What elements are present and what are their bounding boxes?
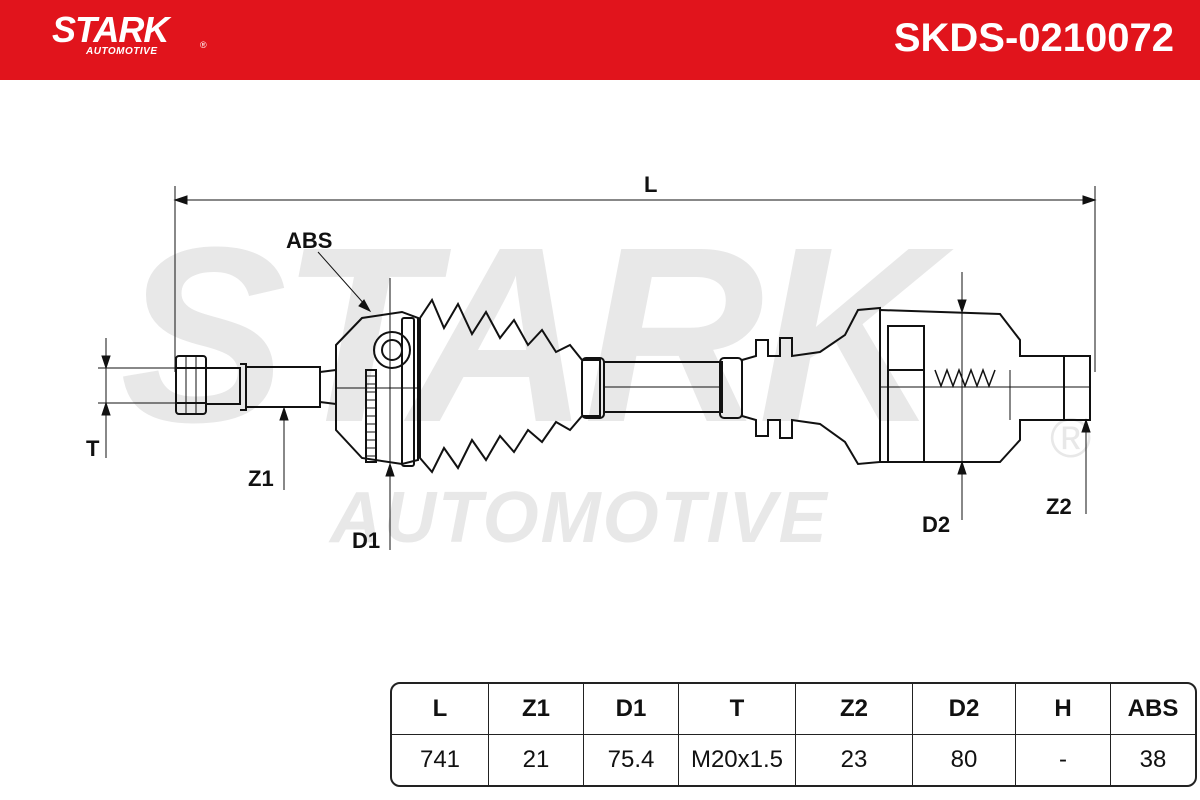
spec-value-cell: 75.4	[584, 735, 679, 785]
outer-cv-housing	[335, 310, 419, 466]
logo-subtext: AUTOMOTIVE	[86, 46, 158, 57]
label-z2: Z2	[1046, 494, 1072, 519]
left-nut	[175, 355, 207, 415]
spec-value-cell: 38	[1139, 746, 1167, 773]
logo-registered-mark: ®	[200, 40, 207, 50]
spec-value-cell: -	[1016, 735, 1111, 785]
watermark-registered-mark: ®	[1050, 406, 1092, 469]
inner-spring	[934, 367, 996, 389]
watermark-logo: STARK	[120, 195, 939, 474]
label-t: T	[86, 436, 100, 461]
spec-value-cell: 23	[796, 735, 913, 785]
label-abs: ABS	[286, 228, 333, 253]
spec-value-cell: 80	[913, 735, 1016, 785]
spec-header-row: L Z1 D1 T Z2 D2 H ABS	[392, 684, 1195, 735]
part-number: SKDS-0210072	[893, 16, 1174, 60]
left-spline-shaft	[245, 366, 321, 408]
spec-header-cell: L	[392, 684, 489, 735]
label-l: L	[644, 172, 658, 197]
abs-leader	[317, 251, 367, 307]
label-d2: D2	[922, 512, 951, 537]
inner-cv-housing	[879, 308, 1091, 463]
inner-boot	[741, 306, 881, 466]
spec-value-cell: 741	[392, 735, 489, 785]
spec-header-cell: D2	[913, 684, 1016, 735]
spec-header-cell: D1	[584, 684, 679, 735]
spec-header-cell: Z2	[796, 684, 913, 735]
spec-header-cell: ABS	[1111, 684, 1195, 735]
spec-value-cell: 21	[489, 735, 584, 785]
stark-logo: STARK ® AUTOMOTIVE	[52, 9, 207, 58]
label-z1: Z1	[248, 466, 274, 491]
inner-stub	[1063, 355, 1091, 421]
inner-joint-ball	[887, 325, 925, 371]
watermark-subtext: AUTOMOTIVE	[330, 478, 829, 558]
logo-text: STARK	[52, 9, 169, 50]
header-bar: STARK ® AUTOMOTIVE SKDS-0210072	[0, 0, 1200, 80]
spec-header-cell: Z1	[489, 684, 584, 735]
spec-value-cell: M20x1.5	[679, 735, 796, 785]
label-d1: D1	[352, 528, 381, 553]
l-arrows	[173, 195, 1097, 205]
outer-boot	[419, 297, 601, 474]
spec-table: L Z1 D1 T Z2 D2 H ABS 741 21 75.4 M20x1.…	[390, 682, 1197, 787]
spec-header-cell: T	[679, 684, 796, 735]
spec-header-cell: H	[1016, 684, 1111, 735]
spec-value-row: 741 21 75.4 M20x1.5 23 80 - 38	[392, 735, 1195, 785]
boot-clamp-inner	[719, 357, 743, 419]
